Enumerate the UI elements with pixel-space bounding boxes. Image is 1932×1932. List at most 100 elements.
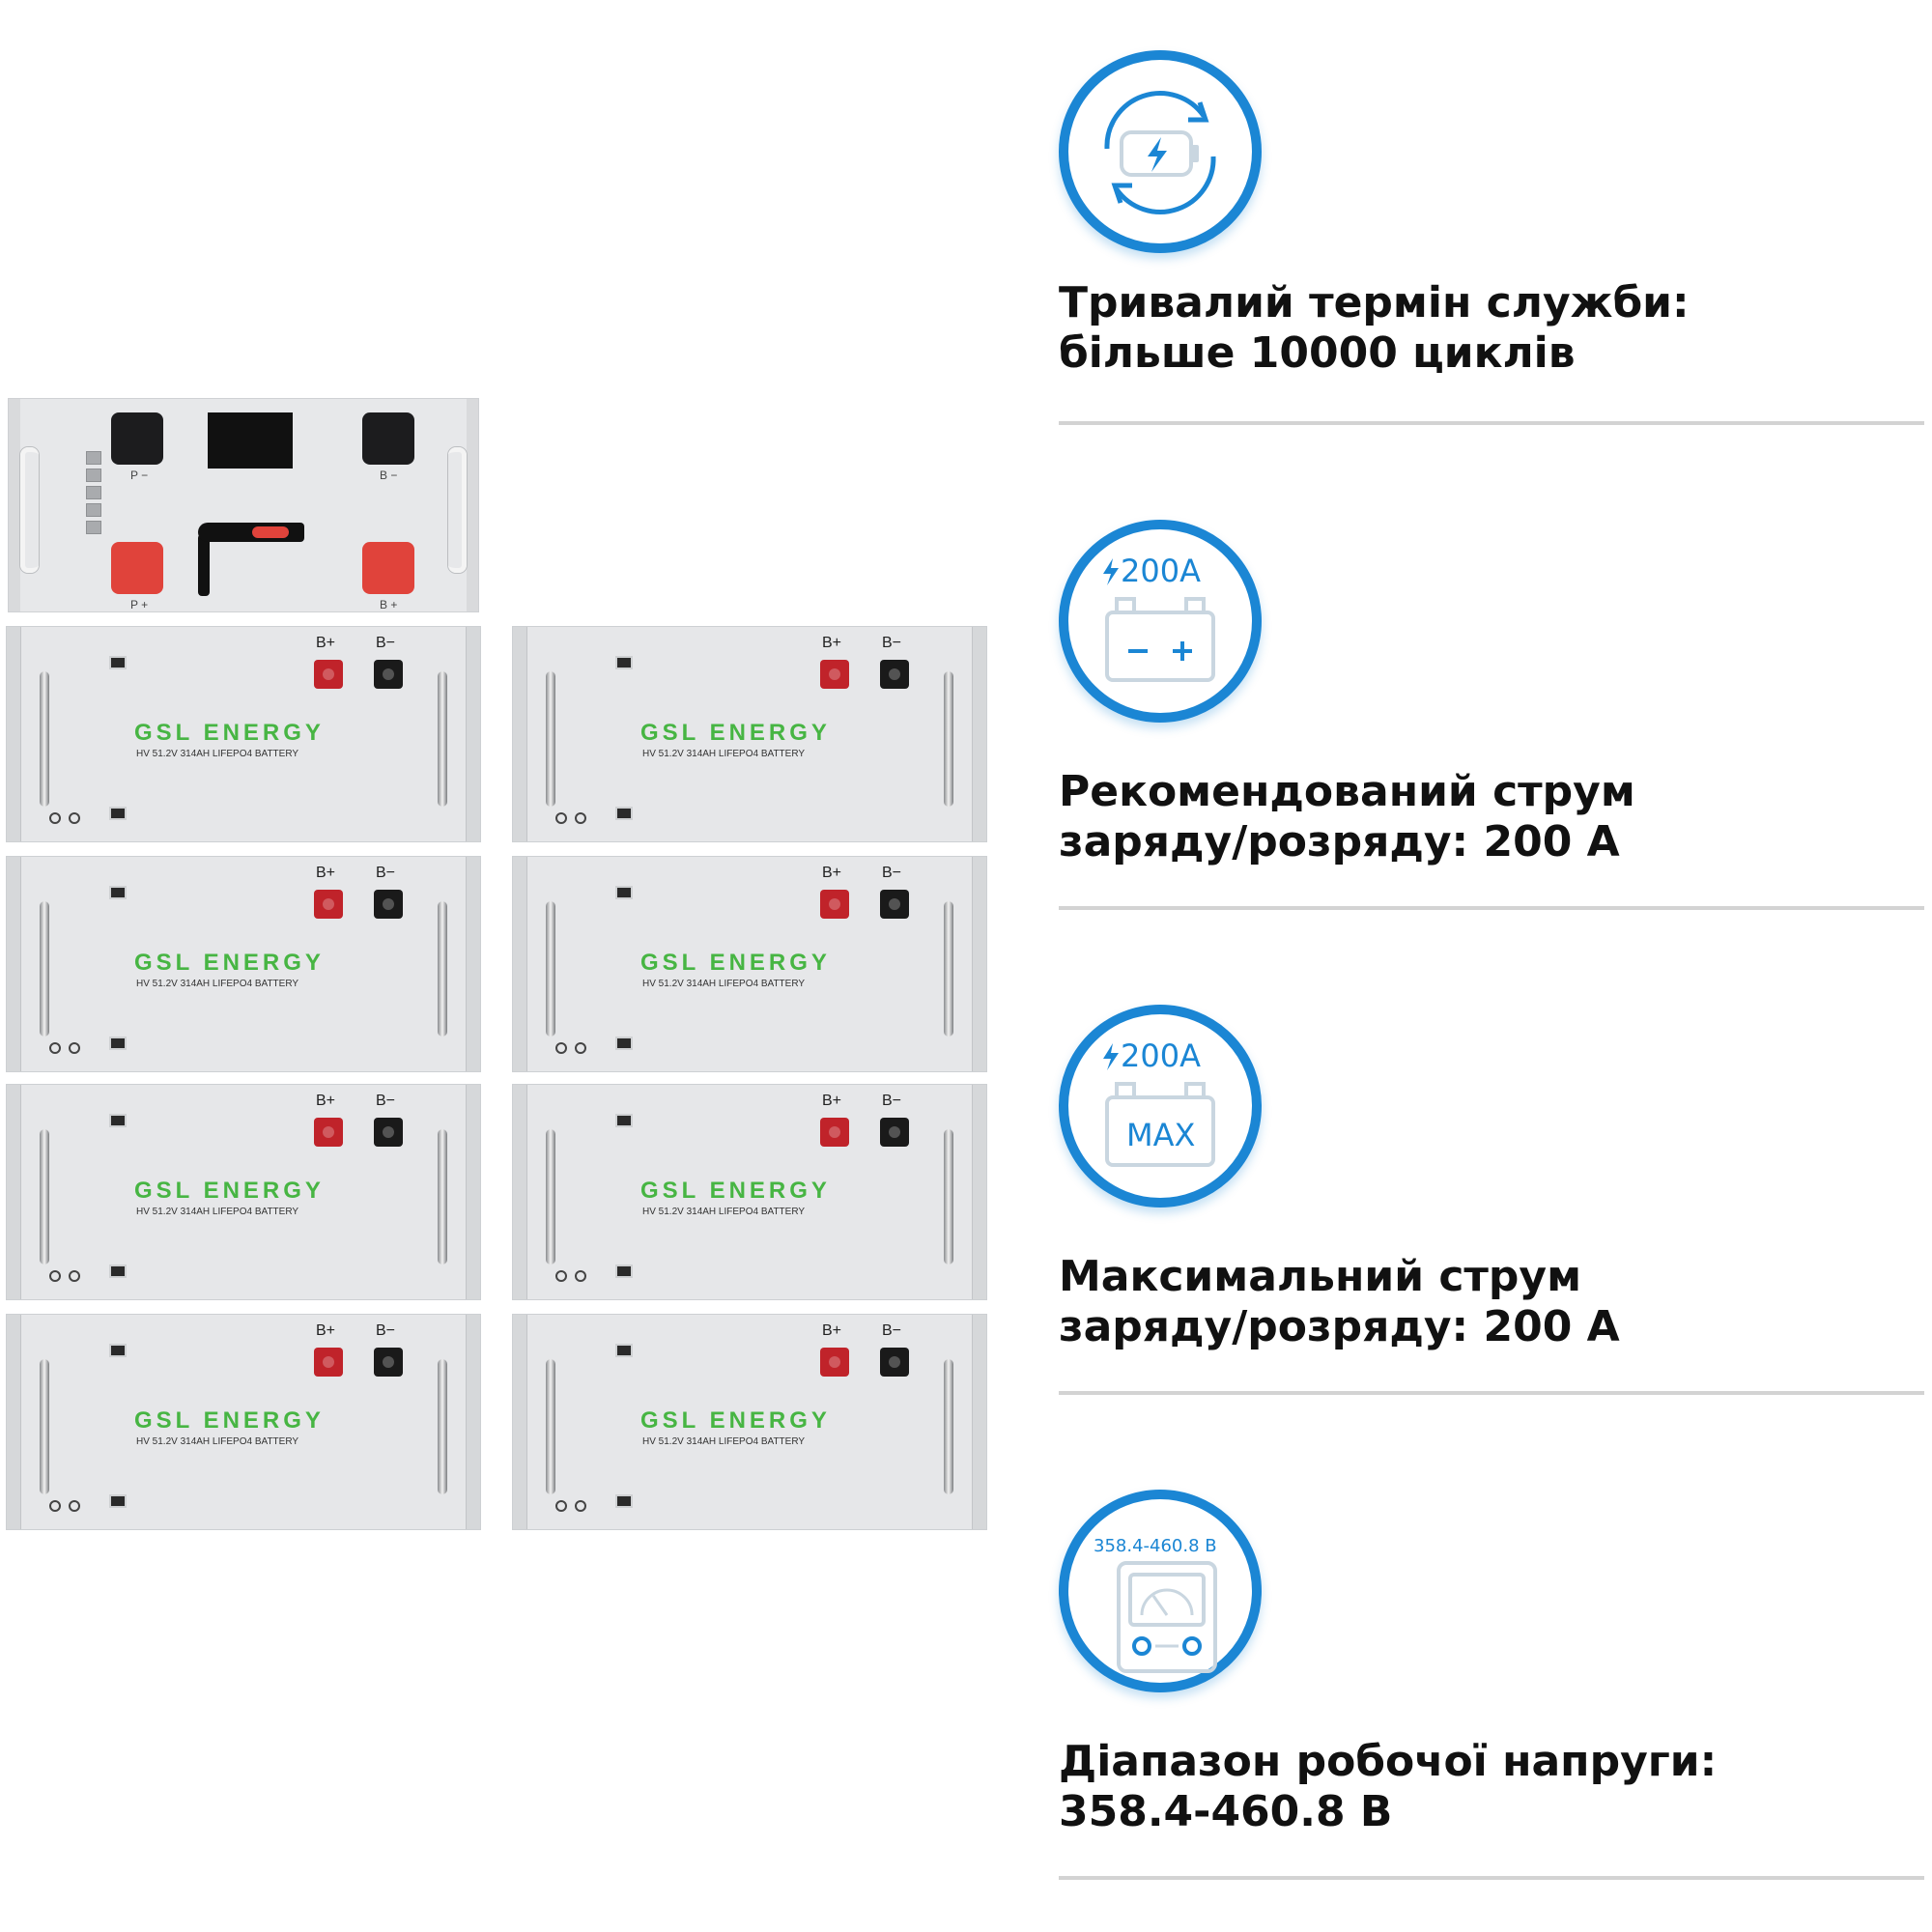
feature-text: Рекомендований струм заряду/розряду: 200… [1059, 767, 1635, 867]
power-button [555, 812, 567, 824]
brand-logo: GSL ENERGY [134, 950, 325, 976]
handle [438, 1359, 447, 1494]
positive-terminal-label: B+ [316, 635, 336, 651]
rack-ear [467, 399, 478, 611]
power-button [555, 1500, 567, 1512]
voltmeter-icon: 358.4-460.8 В [1059, 1490, 1262, 1692]
power-button [49, 1042, 61, 1054]
brand-logo: GSL ENERGY [640, 1178, 831, 1204]
can-port [109, 1494, 127, 1508]
negative-terminal [374, 890, 403, 919]
b-minus-terminal [362, 412, 414, 465]
can-port [109, 1037, 127, 1050]
negative-terminal-label: B− [376, 635, 396, 651]
negative-terminal [880, 660, 909, 689]
rack-ear [466, 857, 480, 1071]
rack-ear [972, 1085, 986, 1299]
negative-terminal [374, 1118, 403, 1147]
voltage-range-label: 358.4-460.8 В [1094, 1536, 1217, 1556]
battery-module: B+ B− GSL ENERGY HV 51.2V 314AH LIFEPO4 BAT… [6, 1314, 481, 1530]
controller-display [208, 412, 293, 469]
brand-logo: GSL ENERGY [134, 720, 325, 746]
rack-ear [7, 857, 21, 1071]
positive-terminal-label: B+ [822, 1322, 842, 1339]
handle [40, 671, 49, 807]
handle [546, 1359, 555, 1494]
handle [40, 1129, 49, 1264]
model-label: HV 51.2V 314AH LIFEPO4 BATTERY [136, 979, 299, 989]
power-button [49, 1500, 61, 1512]
positive-terminal-label: B+ [822, 865, 842, 881]
rack-ear [7, 1315, 21, 1529]
ground-icon [69, 812, 80, 824]
battery-rack-image: P − B − P + B + B+ B− GSL ENERGY HV 51.2V 3… [6, 398, 987, 1530]
handle [546, 671, 555, 807]
ground-icon [575, 1042, 586, 1054]
handle [438, 901, 447, 1037]
rack-ear [972, 1315, 986, 1529]
feature-text: Тривалий термін служби: більше 10000 цик… [1059, 278, 1690, 378]
p-minus-label: P − [130, 469, 149, 482]
rack-ear [513, 857, 527, 1071]
indicator-leds [86, 451, 101, 548]
b-minus-label: B − [380, 469, 398, 482]
brand-logo: GSL ENERGY [134, 1407, 325, 1434]
handle [546, 901, 555, 1037]
negative-terminal [374, 660, 403, 689]
max-label: MAX [1126, 1117, 1196, 1153]
can-port [615, 1114, 633, 1127]
brand-logo: GSL ENERGY [134, 1178, 325, 1204]
breaker-switch [198, 523, 304, 550]
handle [40, 1359, 49, 1494]
rack-ear [513, 1315, 527, 1529]
p-minus-terminal [111, 412, 163, 465]
can-port [109, 886, 127, 899]
negative-terminal-label: B− [882, 865, 902, 881]
positive-terminal [314, 660, 343, 689]
can-port [109, 1114, 127, 1127]
rack-ear [972, 857, 986, 1071]
rack-ear [7, 1085, 21, 1299]
rack-ear [513, 1085, 527, 1299]
positive-terminal-label: B+ [822, 1093, 842, 1109]
handle [438, 1129, 447, 1264]
battery-max-current-icon: 200A MAX [1059, 1005, 1262, 1208]
negative-terminal-label: B− [882, 1093, 902, 1109]
can-port [109, 1264, 127, 1278]
ground-icon [69, 1270, 80, 1282]
positive-terminal-label: B+ [822, 635, 842, 651]
handle [944, 1129, 953, 1264]
negative-terminal-label: B− [376, 1322, 396, 1339]
p-plus-label: P + [130, 598, 149, 611]
battery-current-icon: 200A [1059, 520, 1262, 723]
p-plus-terminal [111, 542, 163, 594]
negative-terminal [880, 890, 909, 919]
rack-ear [9, 399, 20, 611]
handle [944, 1359, 953, 1494]
can-port [615, 1037, 633, 1050]
positive-terminal-label: B+ [316, 1322, 336, 1339]
brand-logo: GSL ENERGY [640, 1407, 831, 1434]
model-label: HV 51.2V 314AH LIFEPO4 BATTERY [136, 1207, 299, 1217]
model-label: HV 51.2V 314AH LIFEPO4 BATTERY [642, 749, 806, 759]
b-plus-label: B + [380, 598, 398, 611]
feature-text: Максимальний струм заряду/розряду: 200 А [1059, 1252, 1620, 1351]
handle [944, 901, 953, 1037]
power-button [49, 1270, 61, 1282]
handle [448, 447, 467, 573]
b-plus-terminal [362, 542, 414, 594]
negative-terminal [880, 1348, 909, 1377]
positive-terminal [314, 1348, 343, 1377]
divider [1059, 421, 1924, 425]
power-button [49, 812, 61, 824]
ground-icon [69, 1042, 80, 1054]
model-label: HV 51.2V 314AH LIFEPO4 BATTERY [136, 749, 299, 759]
can-port [109, 807, 127, 820]
ground-icon [575, 1270, 586, 1282]
model-label: HV 51.2V 314AH LIFEPO4 BATTERY [136, 1436, 299, 1447]
brand-logo: GSL ENERGY [640, 720, 831, 746]
positive-terminal [820, 890, 849, 919]
can-port [615, 1344, 633, 1357]
